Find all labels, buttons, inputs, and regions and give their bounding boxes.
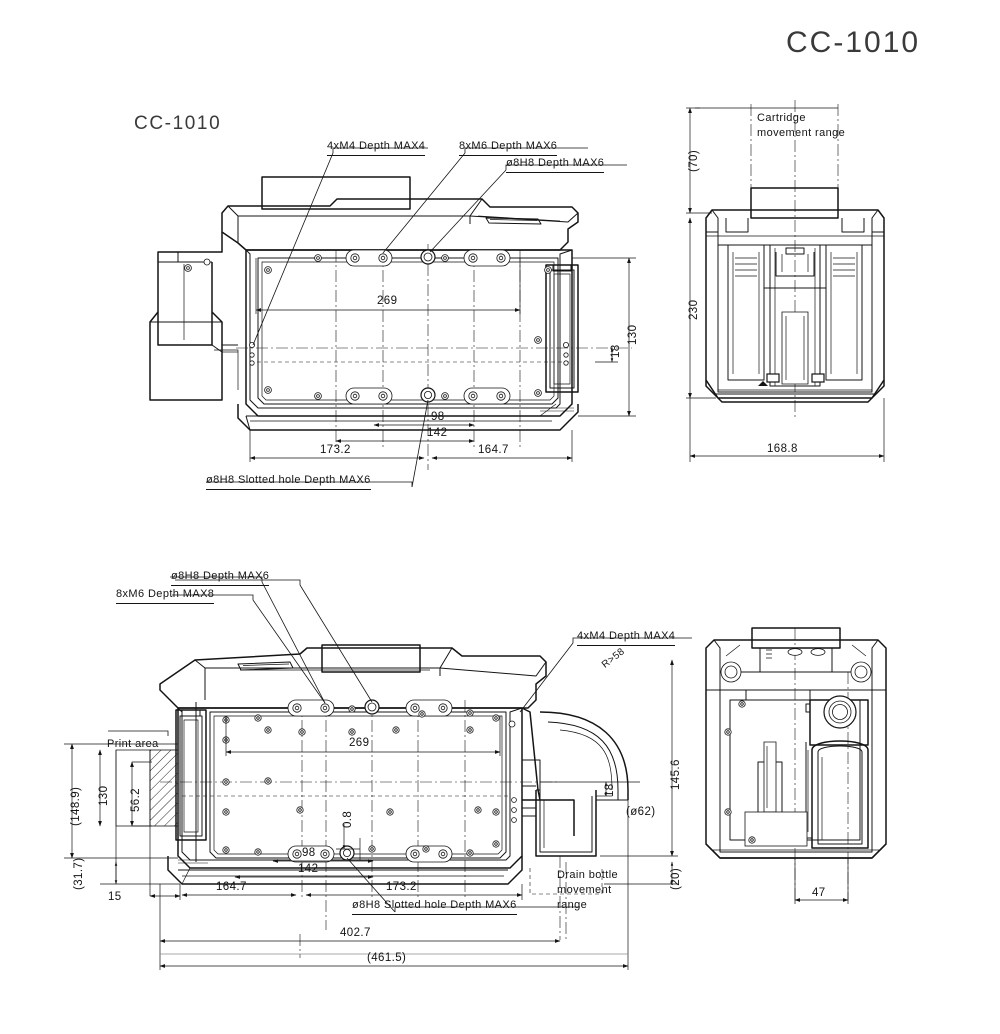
- dim-130-rear: 130: [98, 785, 110, 806]
- callout-slotted-front: ø8H8 Slotted hole Depth MAX6: [206, 474, 371, 490]
- note-cartridge-line1: Cartridge: [757, 112, 806, 124]
- view-opposite-side: [705, 627, 887, 904]
- note-drain-line2: movement: [557, 884, 612, 896]
- dim-98-front: 98: [431, 411, 445, 423]
- dim-269-rear: 269: [349, 737, 370, 749]
- callout-8h8-front: ø8H8 Depth MAX6: [506, 157, 605, 173]
- dim-164-7-rear: 164.7: [216, 881, 247, 893]
- note-print-area: Print area: [107, 738, 159, 750]
- callout-8xm6-front: 8xM6 Depth MAX6: [459, 140, 558, 156]
- note-cartridge-line2: movement range: [757, 127, 846, 139]
- view-front: [149, 147, 636, 488]
- dim-148-9-rear: (148.9): [70, 786, 82, 826]
- dim-d62-rear: (ø62): [626, 806, 656, 818]
- dim-0-8-rear: 0.8: [342, 810, 354, 828]
- dim-70-side: (70): [688, 149, 700, 172]
- view-side: [686, 100, 885, 462]
- callout-8xm6-rear: 8xM6 Depth MAX8: [116, 588, 215, 604]
- dim-18-rear: 18: [604, 783, 616, 797]
- dim-269-front: 269: [377, 295, 398, 307]
- view-label-front: CC-1010: [134, 113, 222, 134]
- dim-168-8-side: 168.8: [767, 443, 798, 455]
- sheet-title: CC-1010: [786, 26, 921, 59]
- dim-164-7-front: 164.7: [478, 444, 509, 456]
- callout-4xm4-front: 4xM4 Depth MAX4: [327, 140, 426, 156]
- note-drain-line3: range: [557, 899, 588, 911]
- callout-slotted-rear: ø8H8 Slotted hole Depth MAX6: [352, 899, 517, 915]
- callout-8h8-rear: ø8H8 Depth MAX6: [171, 570, 270, 586]
- dim-230-side: 230: [688, 299, 700, 320]
- dim-142-front: 142: [427, 427, 448, 439]
- dim-31-7-rear: (31.7): [73, 857, 85, 890]
- callout-4xm4-rear: 4xM4 Depth MAX4: [577, 630, 676, 646]
- dim-145-6-rear: 145.6: [670, 759, 682, 790]
- dim-15-rear: 15: [108, 891, 122, 903]
- dim-173-2-front: 173.2: [320, 444, 351, 456]
- dim-47-opposite: 47: [812, 887, 826, 899]
- dim-18-front: 18: [610, 344, 622, 358]
- dim-461-5-rear: (461.5): [367, 952, 407, 964]
- dim-98-rear: 98: [302, 847, 316, 859]
- dim-20-rear: (20): [670, 867, 682, 890]
- dim-402-7-rear: 402.7: [340, 927, 371, 939]
- note-drain-line1: Drain bottle: [557, 869, 619, 881]
- dim-173-2-rear: 173.2: [386, 881, 417, 893]
- dim-56-2-rear: 56.2: [130, 788, 142, 812]
- view-rear: [64, 576, 692, 970]
- dim-130-front: 130: [627, 324, 639, 345]
- dim-142-rear: 142: [298, 863, 319, 875]
